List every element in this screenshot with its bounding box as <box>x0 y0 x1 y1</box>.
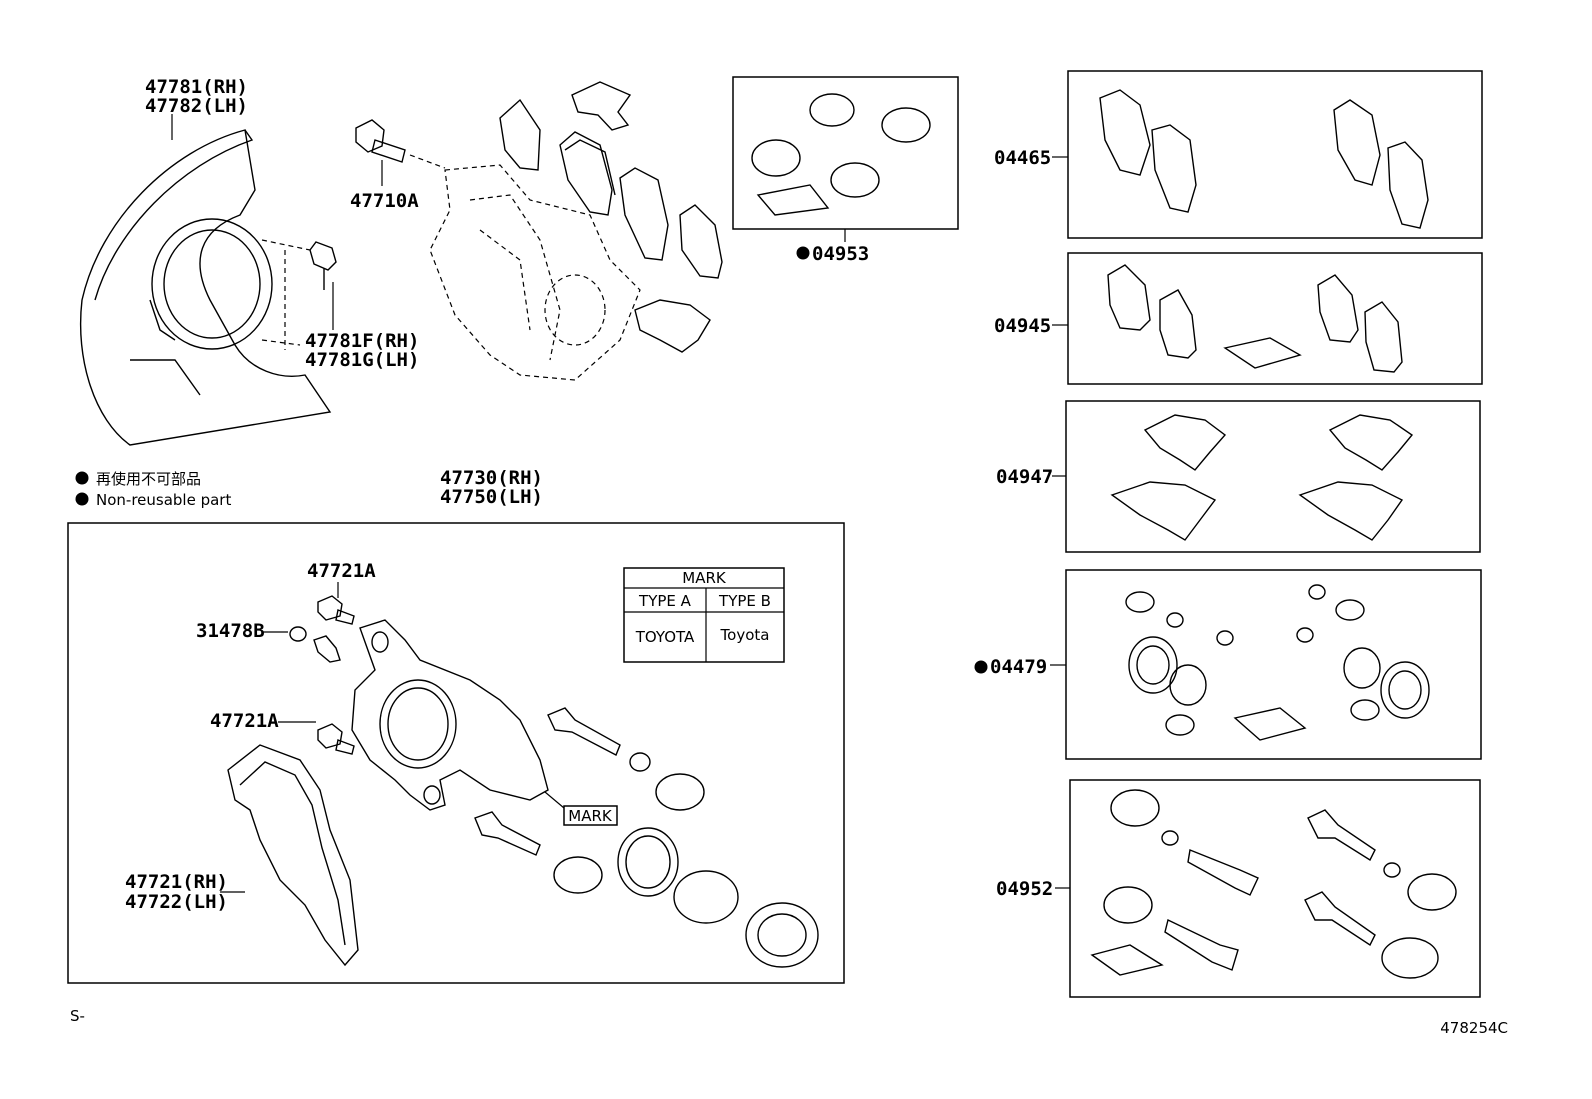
bolt-47721a-top-part <box>317 595 355 625</box>
label-kit-04479: 04479 <box>990 656 1047 678</box>
kit-04945-box <box>1067 252 1483 385</box>
label-kit-04945: 04945 <box>994 315 1051 337</box>
label-shield-rh: 47781(RH) <box>145 76 248 98</box>
top-pads-part <box>499 81 723 353</box>
bleeder-part <box>289 626 341 663</box>
mark-table-val-b: Toyota <box>720 626 770 644</box>
label-bolt-47721a-mid: 47721A <box>210 710 279 732</box>
kit-04947-clips <box>1110 414 1414 541</box>
label-bolt-47721a-top: 47721A <box>307 560 376 582</box>
dust-shield-part <box>79 129 332 446</box>
section-prefix: S- <box>70 1007 85 1025</box>
label-kit-04947: 04947 <box>996 466 1053 488</box>
label-bolt-lh: 47781G(LH) <box>305 349 419 371</box>
mark-table-val-a: TOYOTA <box>635 628 695 646</box>
shield-bolt-dash <box>261 239 311 350</box>
kit-04479-box <box>1065 569 1482 760</box>
label-caliper-rh: 47730(RH) <box>440 467 543 489</box>
bolt-47721a-mid-part <box>317 723 355 755</box>
mark-table-col-a: TYPE A <box>638 592 692 610</box>
label-bolt-rh: 47781F(RH) <box>305 330 419 352</box>
label-kit-04953: 04953 <box>812 243 869 265</box>
kit-04479-seals <box>1125 584 1430 741</box>
mark-table-col-b: TYPE B <box>718 592 771 610</box>
bolt-47710a-part <box>355 119 406 163</box>
kit-04945-pads <box>1107 264 1403 373</box>
kit-04953-boots <box>751 93 931 216</box>
caliper-detail-box <box>67 522 845 984</box>
label-kit-04952: 04952 <box>996 878 1053 900</box>
nonreusable-marker-04953 <box>796 246 810 260</box>
legend-marker-jp <box>75 471 89 485</box>
diagram-id: 478254C <box>1440 1019 1508 1037</box>
caliper-assembly-outline <box>429 164 641 381</box>
legend-en-text: Non-reusable part <box>96 491 231 509</box>
legend-marker-en <box>75 492 89 506</box>
mark-callout-box <box>563 805 618 826</box>
label-bolt-47710a: 47710A <box>350 190 419 212</box>
mark-table <box>623 567 785 663</box>
label-mount-lh: 47722(LH) <box>125 891 228 913</box>
mark-table-header: MARK <box>682 569 727 587</box>
label-shield-lh: 47782(LH) <box>145 95 248 117</box>
kit-04465-box <box>1067 70 1483 239</box>
legend-jp-text: 再使用不可部品 <box>96 470 201 488</box>
nonreusable-marker-04479 <box>974 660 988 674</box>
label-mount-rh: 47721(RH) <box>125 871 228 893</box>
label-caliper-lh: 47750(LH) <box>440 486 543 508</box>
caliper-body-part <box>351 619 549 811</box>
mounting-bracket-part <box>227 744 359 967</box>
kit-04952-parts <box>1090 789 1457 979</box>
label-kit-04465: 04465 <box>994 147 1051 169</box>
kit-04465-pads <box>1099 89 1429 229</box>
mark-callout: MARK <box>568 807 613 825</box>
leader-mark <box>544 791 565 809</box>
label-bleeder-31478b: 31478B <box>196 620 265 642</box>
bolt-47710a-dash <box>409 154 446 169</box>
shield-bolt-part <box>309 241 337 290</box>
caliper-internal-parts <box>474 707 819 968</box>
kit-04947-box <box>1065 400 1481 553</box>
kit-04952-box <box>1069 779 1481 998</box>
